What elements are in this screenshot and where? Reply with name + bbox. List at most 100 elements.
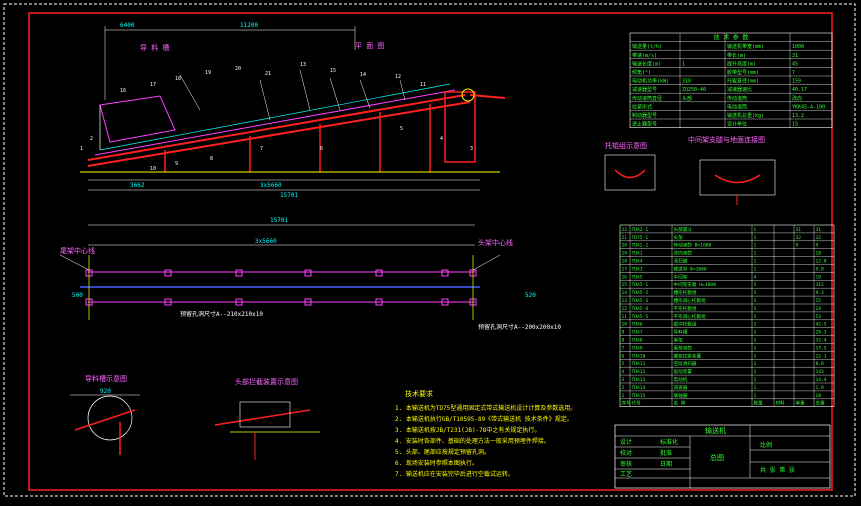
parts-list-cell: TDA8 [632, 338, 643, 344]
parts-list-cell: 槽形托辊组 [674, 289, 697, 296]
elevation-part-number: 9 [175, 161, 178, 167]
elevation-part-number: 10 [150, 166, 156, 172]
parts-list-cell: 12.8 [816, 259, 827, 265]
parts-list-cell: 传动滚筒 B=1000 [674, 242, 712, 249]
parts-list-cell: 9 [796, 243, 799, 249]
parts-list-header-cell: 代号 [632, 400, 642, 407]
parts-list-cell: 头部漏斗 [674, 226, 693, 233]
note-6: 7. 输送机应在安装完毕后进行空载试运转。 [395, 470, 514, 478]
param-table-cell: 15 [792, 122, 798, 128]
parts-list-cell: TDA9 [632, 345, 643, 351]
param-table-cell: 输送长度(m) [632, 60, 661, 67]
elevation-part-number: 3 [470, 146, 473, 152]
param-table-cell: 输送机总重(kg) [727, 112, 764, 119]
parts-list-cell: TDA4 [632, 259, 643, 265]
parts-list-cell: 1 [754, 322, 757, 328]
parts-list-cell: 13 [622, 298, 628, 304]
parts-list-cell: 9.3 [816, 290, 825, 296]
param-table-cell: 318 [682, 79, 691, 85]
parts-list-cell: 31 [816, 227, 822, 233]
parts-list-cell: 1 [754, 385, 757, 391]
parts-list-cell: 1 [622, 393, 625, 399]
parts-list-cell: TDA5-5 [632, 314, 649, 320]
detail-idler-title: 托辊组示意图 [605, 141, 647, 150]
parts-list-cell: 中间架支腿 H=1000 [674, 281, 717, 288]
parts-list-cell: 1 [754, 290, 757, 296]
param-table-cell: 胶带型号(mm) [727, 69, 759, 76]
parts-list-header-cell: 序号 [622, 400, 632, 407]
parts-list-cell: 9 [622, 330, 625, 336]
plan-dim-top-1: 3x5660 [255, 238, 277, 245]
elev-dim-top-0: 6400 [120, 22, 135, 29]
param-table-header: 技 术 参 数 [714, 34, 749, 42]
parts-list-cell: 平形调心托辊组 [674, 313, 707, 320]
param-table-cell: 传动滚筒直径 [632, 95, 662, 102]
param-table-cell: 电动机功率(kW) [632, 78, 669, 85]
detail-leg [699, 159, 776, 205]
param-table-cell: 1 [682, 61, 685, 67]
param-table-cell: 带长(m) [727, 52, 746, 59]
param-table-cell: 设计单位 [727, 121, 747, 128]
parts-list-cell: 19 [816, 274, 822, 280]
parts-list-cell: TDA2-2 [632, 243, 649, 249]
parts-list-cell: 输送带 B=1000 [674, 265, 707, 272]
note-3: 4. 安装时各部件、基础的处理方法一般采用预埋件焊接。 [395, 437, 550, 445]
notes-list: 1. 本输送机为TD75型通用固定式带式输送机设计计算及参数选用。 2. 本输送… [395, 404, 576, 478]
parts-list-cell: 19 [622, 251, 628, 257]
param-table-cell: 电动滚筒 [727, 103, 747, 110]
param-table-cell: 拉紧形式 [632, 103, 652, 110]
tb-drawing: 总图 [710, 453, 724, 462]
parts-list-cell: 1 [754, 314, 757, 320]
note-5: 6. 现场安装时参照本图执行。 [395, 459, 478, 467]
parts-list-cell: TDA11 [632, 361, 646, 367]
parts-list-cell: 1.9 [816, 385, 825, 391]
parts-list-cell: 1 [754, 369, 757, 375]
parts-list-cell: 1 [754, 243, 757, 249]
param-table-cell: 31 [792, 53, 798, 59]
parts-list-cell: TDA5-1 [632, 282, 649, 288]
parts-list-cell: TDA3 [632, 266, 643, 272]
parts-list-cell: 15 [622, 282, 628, 288]
parts-list-cell: 11 [622, 314, 628, 320]
parts-list-cell: 16 [622, 274, 628, 280]
parts-list-header-cell: 名 称 [674, 400, 686, 407]
parts-list-cell: 20 [622, 243, 628, 249]
parts-list-cell: 14.4 [816, 377, 827, 383]
parts-list-cell: 31 [796, 227, 802, 233]
tb-scale: 比例 [760, 441, 772, 449]
parts-list-cell: 8.8 [816, 361, 825, 367]
plan-dim-top-0: 15701 [270, 217, 288, 224]
elevation-part-number: 15 [330, 68, 336, 74]
parts-list-cell: TDA7 [632, 330, 643, 336]
elevation-part-number: 2 [90, 136, 93, 142]
elevation-part-number: 14 [360, 72, 366, 78]
parts-list-cell: 槽形调心托辊组 [674, 297, 707, 304]
parts-list-cell: 1 [754, 361, 757, 367]
param-table-cell: 制动器型号 [632, 112, 657, 119]
parts-list-cell: 导料槽 [674, 329, 688, 336]
parts-list-frame [619, 224, 835, 407]
parts-list-header-cell: 数量 [754, 400, 764, 407]
elevation-part-number: 6 [320, 146, 323, 152]
parts-list-cell: 1 [754, 259, 757, 265]
parts-list-cell: 17 [622, 266, 628, 272]
param-table-cell: 头部 [682, 95, 692, 102]
parts-list-cell: 18 [816, 393, 822, 399]
elevation-part-number: 19 [205, 70, 211, 76]
elev-dim-bottom-1: 3x5660 [260, 182, 282, 189]
param-table-cell: 1000 [792, 44, 804, 50]
elev-label-plan: 平 面 图 [355, 42, 384, 50]
note-4: 5. 头部、尾部应按规定预留孔洞。 [395, 448, 490, 456]
parts-list-header-cell: 单重 [796, 400, 806, 407]
param-table-cell: 带速(m/s) [632, 53, 657, 59]
parts-list-cell: 18 [622, 259, 628, 265]
parts-list-cell: 头架 [674, 234, 684, 241]
parts-list-cell: TDA12 [632, 369, 646, 375]
param-table-cell: 45 [792, 61, 798, 67]
tb-name: 输送机 [705, 426, 726, 435]
tb-field-1: 校对 [620, 449, 632, 457]
notes-title: 技术要求 [405, 389, 433, 398]
elevation-part-number: 17 [150, 82, 156, 88]
